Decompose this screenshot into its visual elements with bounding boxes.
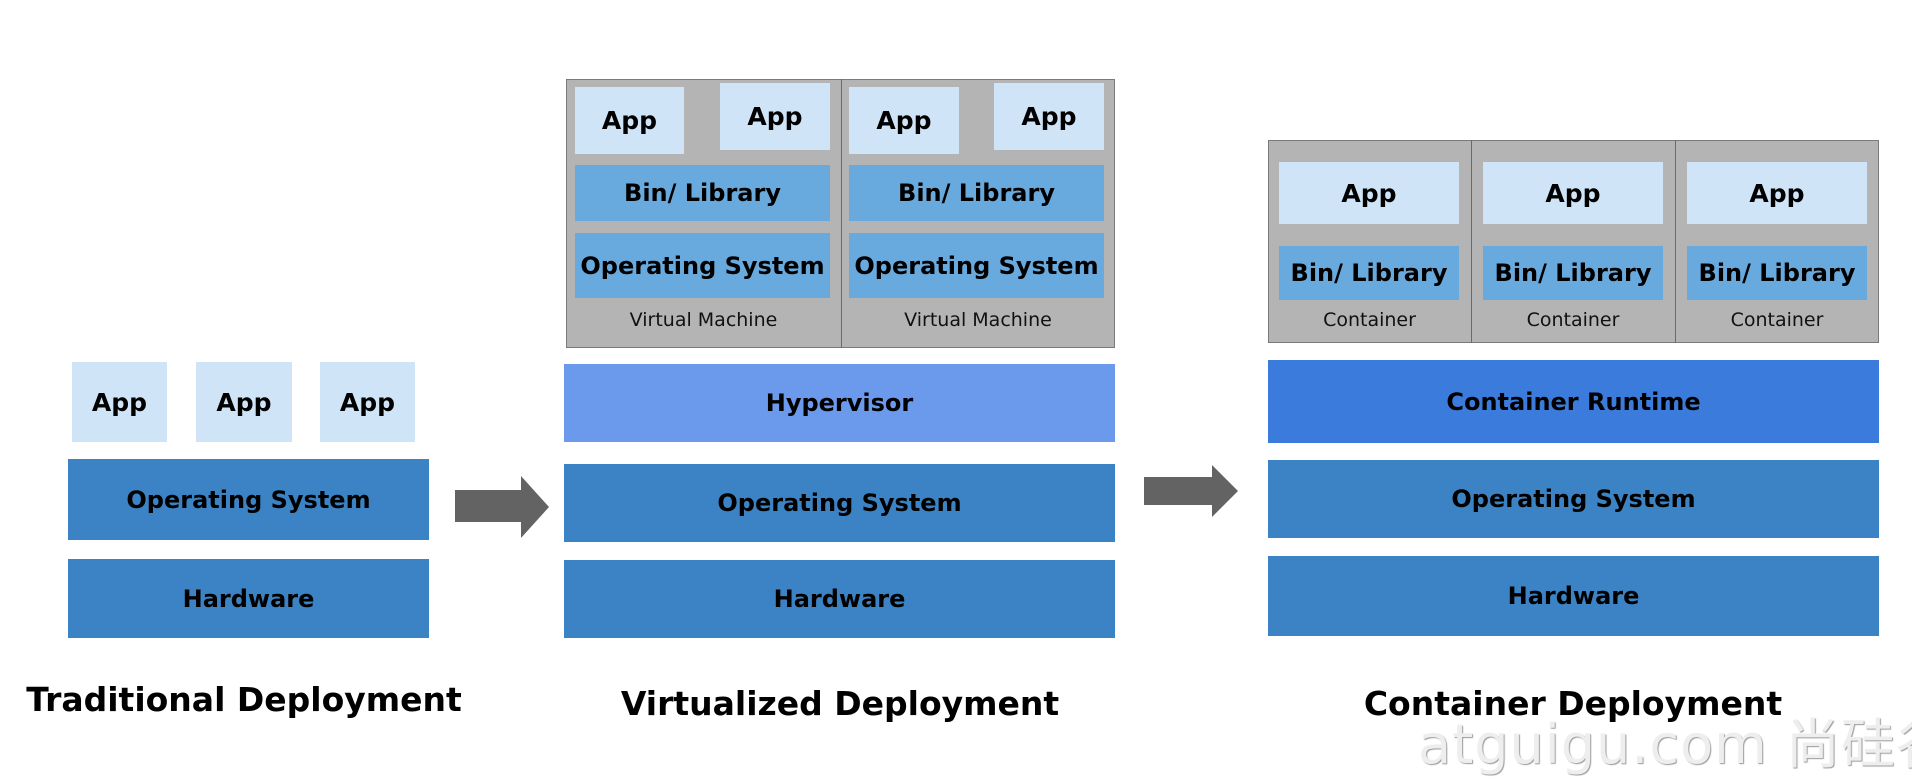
vm2-guest-os: Operating System xyxy=(849,233,1104,298)
traditional-hardware-layer: Hardware xyxy=(68,559,429,638)
container-deployment-title: Container Deployment xyxy=(1363,684,1783,723)
container1-label: Container xyxy=(1323,309,1416,331)
vm1-app-2: App xyxy=(720,83,830,150)
virtualized-os-layer: Operating System xyxy=(564,464,1115,542)
container2-label: Container xyxy=(1526,309,1620,331)
traditional-deployment-title: Traditional Deployment xyxy=(26,680,462,719)
traditional-os-layer: Operating System xyxy=(68,459,429,540)
vm1-label: Virtual Machine xyxy=(629,309,778,331)
traditional-app-1: App xyxy=(72,362,167,442)
virtualized-hardware-layer: Hardware xyxy=(564,560,1115,638)
container-runtime-layer: Container Runtime xyxy=(1268,360,1879,443)
container-divider-1 xyxy=(1471,140,1472,343)
container2-app: App xyxy=(1483,162,1663,224)
container3-label: Container xyxy=(1730,309,1824,331)
arrow-right-icon xyxy=(1144,465,1238,517)
arrow-right-icon xyxy=(455,476,549,538)
vm1-bin-library: Bin/ Library xyxy=(575,165,830,221)
vm2-bin-library: Bin/ Library xyxy=(849,165,1104,221)
vm-divider xyxy=(841,79,842,348)
vm2-app-1: App xyxy=(849,87,959,154)
traditional-app-3: App xyxy=(320,362,415,442)
container-hardware-layer: Hardware xyxy=(1268,556,1879,636)
vm1-app-1: App xyxy=(575,87,684,154)
hypervisor-layer: Hypervisor xyxy=(564,364,1115,442)
traditional-app-2: App xyxy=(196,362,292,442)
container2-bin-library: Bin/ Library xyxy=(1483,246,1663,300)
container-divider-2 xyxy=(1675,140,1676,343)
vm2-label: Virtual Machine xyxy=(904,309,1052,331)
virtualized-deployment-title: Virtualized Deployment xyxy=(620,684,1060,723)
container1-app: App xyxy=(1279,162,1459,224)
vm2-app-2: App xyxy=(994,83,1104,150)
container3-app: App xyxy=(1687,162,1867,224)
container-os-layer: Operating System xyxy=(1268,460,1879,538)
vm1-guest-os: Operating System xyxy=(575,233,830,298)
container1-bin-library: Bin/ Library xyxy=(1279,246,1459,300)
watermark: atguigu.com 尚硅谷 xyxy=(1418,713,1912,776)
container3-bin-library: Bin/ Library xyxy=(1687,246,1867,300)
